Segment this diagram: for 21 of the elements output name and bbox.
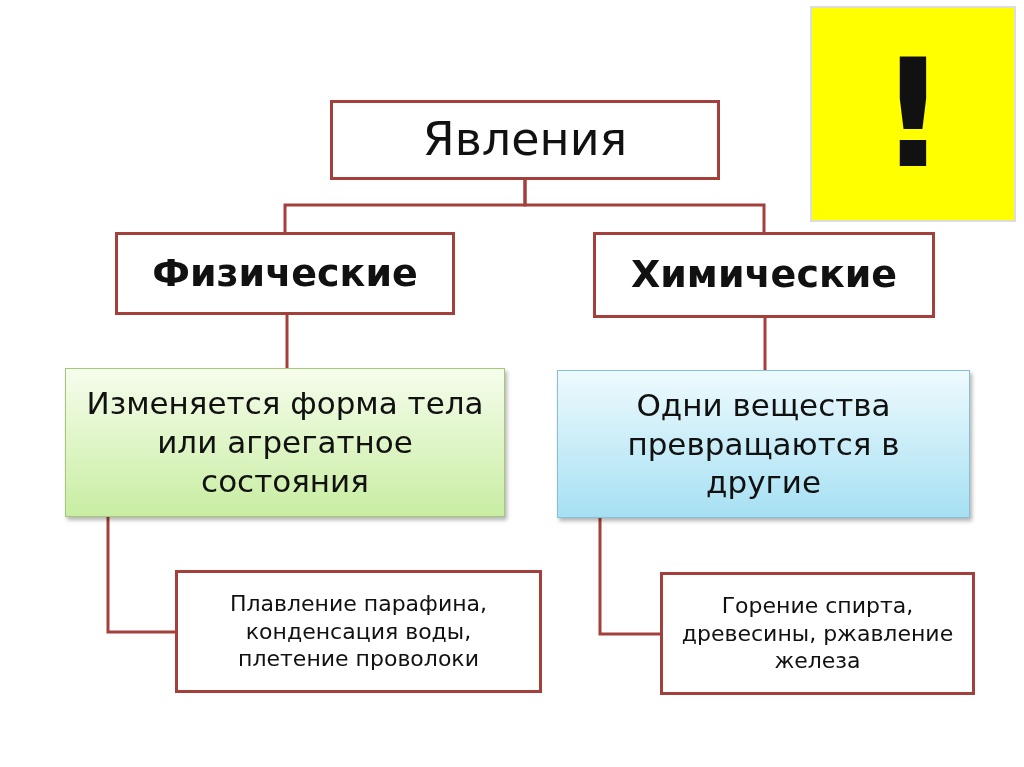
exclamation-mark: ! [878,39,948,189]
description-box [557,370,970,518]
warning-sign [810,6,1016,222]
connector-line [523,180,766,232]
node-text: Химические [630,251,898,299]
category-box [593,232,935,318]
connector-line [598,518,660,636]
node-text: Плавление парафина, конденсация воды, плетение проволоки [228,590,489,673]
node-text: Изменяется форма тела или агрегатное состояния [85,384,485,501]
node-text: Физические [152,249,418,297]
description-box [65,368,505,517]
connector-line [285,315,289,368]
node-text: Горение спирта, древесины, ржавление железа [680,592,955,675]
heading-box [330,100,720,180]
connector-line [763,318,767,370]
example-box [660,572,975,695]
node-text: Одни вещества превращаются в другие [626,385,901,503]
category-box [115,232,455,315]
example-box [175,570,542,693]
node-text: Явления [422,111,628,169]
connector-line [106,517,175,634]
